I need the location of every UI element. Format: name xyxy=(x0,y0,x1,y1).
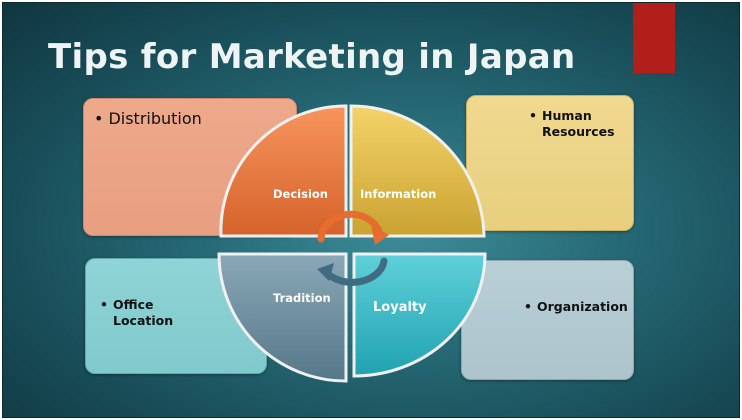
quadrant-loyalty[interactable] xyxy=(352,252,487,378)
bullet-text-line: Human xyxy=(542,108,592,123)
bullet-text-line: Office xyxy=(113,297,154,312)
bullet-item: • Office Location xyxy=(100,297,173,329)
bullet-item: • Human Resources xyxy=(529,108,615,140)
bullet-text: Office Location xyxy=(113,297,173,329)
bullet-text-line: Resources xyxy=(542,124,615,139)
bullet-text: Human Resources xyxy=(542,108,615,140)
bullet-dot: • xyxy=(524,299,532,314)
accent-bar xyxy=(633,3,675,73)
bullet-item: • Organization xyxy=(524,299,628,314)
quadrant-label-information: Information xyxy=(360,187,437,201)
bullet-text: Distribution xyxy=(108,109,202,128)
bullet-item: • Distribution xyxy=(94,109,202,128)
curved-arrow-left-icon xyxy=(317,257,388,286)
bullet-dot: • xyxy=(100,297,108,312)
quadrant-label-decision: Decision xyxy=(273,187,328,201)
slide-title[interactable]: Tips for Marketing in Japan xyxy=(48,37,576,77)
quadrant-decision[interactable] xyxy=(219,104,348,238)
organization-box[interactable]: • Organization xyxy=(461,260,634,380)
bullet-text: Organization xyxy=(537,299,628,314)
bullet-dot: • xyxy=(529,108,537,123)
quadrant-tradition[interactable] xyxy=(217,252,348,383)
quadrant-label-tradition: Tradition xyxy=(273,291,331,305)
quadrant-label-loyalty: Loyalty xyxy=(373,300,427,315)
quadrant-wheel xyxy=(217,104,487,383)
curved-arrow-right-icon xyxy=(317,210,389,245)
human-resources-box[interactable]: • Human Resources xyxy=(466,95,634,231)
bullet-text-line: Location xyxy=(113,313,174,328)
quadrant-information[interactable] xyxy=(349,104,486,238)
bullet-dot: • xyxy=(94,109,104,128)
